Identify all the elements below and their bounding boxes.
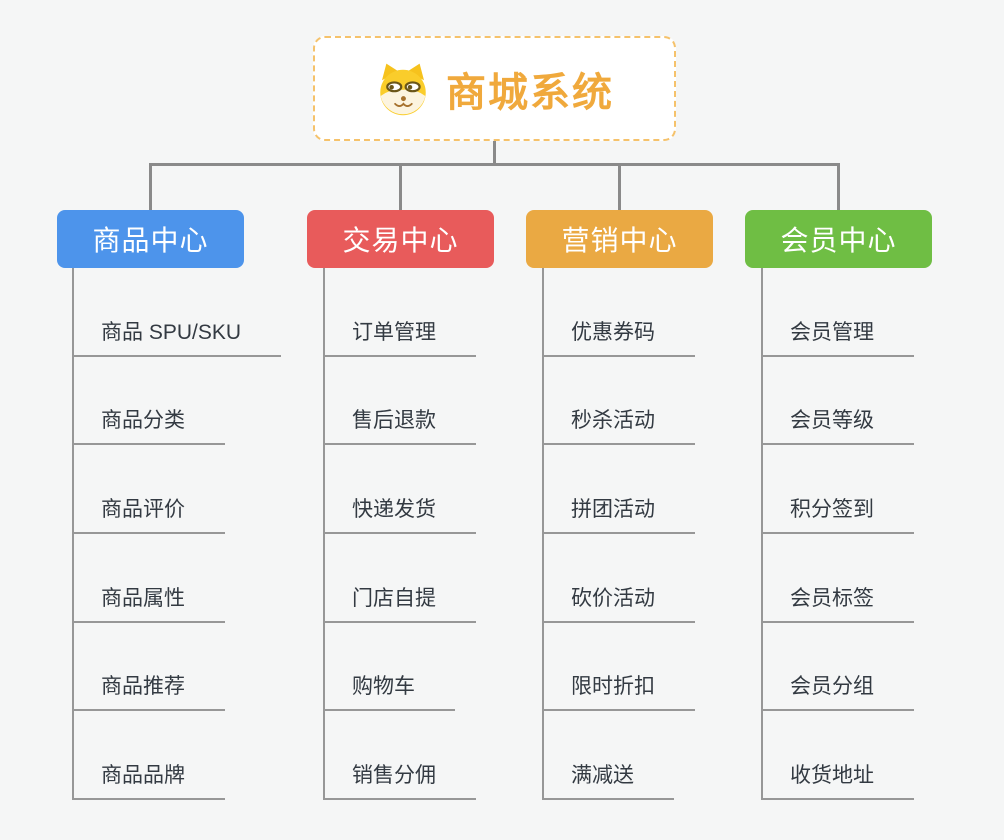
leaf-node[interactable]: 售后退款 bbox=[325, 404, 476, 446]
leaf-slot: 商品分类 bbox=[74, 357, 281, 446]
leaf-node[interactable]: 商品品牌 bbox=[74, 759, 225, 800]
root-stem-connector bbox=[492, 141, 496, 165]
leaf-slot: 积分签到 bbox=[763, 445, 914, 534]
leaf-node[interactable]: 会员分组 bbox=[763, 670, 914, 712]
leaf-node[interactable]: 订单管理 bbox=[325, 316, 476, 357]
leaf-column: 订单管理售后退款快递发货门店自提购物车销售分佣 bbox=[323, 268, 476, 800]
branch-label: 商品中心 bbox=[92, 225, 209, 256]
leaf-slot: 门店自提 bbox=[325, 534, 476, 623]
leaf-node[interactable]: 砍价活动 bbox=[544, 582, 695, 623]
leaf-slot: 会员分组 bbox=[763, 623, 914, 712]
leaf-slot: 购物车 bbox=[325, 623, 476, 712]
branch-label: 营销中心 bbox=[561, 225, 678, 256]
leaf-node[interactable]: 购物车 bbox=[325, 670, 455, 712]
leaf-node[interactable]: 商品 SPU/SKU bbox=[74, 316, 282, 357]
leaf-node[interactable]: 限时折扣 bbox=[544, 670, 695, 712]
branch-drop-connector bbox=[398, 163, 402, 210]
leaf-slot: 商品属性 bbox=[74, 534, 281, 623]
leaf-node[interactable]: 快递发货 bbox=[325, 493, 476, 534]
leaf-node[interactable]: 门店自提 bbox=[325, 582, 476, 623]
leaf-slot: 会员管理 bbox=[763, 268, 914, 357]
branch-node[interactable]: 交易中心 bbox=[307, 210, 494, 268]
leaf-column: 优惠券码秒杀活动拼团活动砍价活动限时折扣满减送 bbox=[542, 268, 695, 800]
root-title: 商城系统 bbox=[446, 70, 614, 115]
leaf-slot: 商品评价 bbox=[74, 445, 281, 534]
leaf-node[interactable]: 收货地址 bbox=[763, 759, 914, 800]
leaf-node[interactable]: 拼团活动 bbox=[544, 493, 695, 534]
leaf-slot: 会员等级 bbox=[763, 357, 914, 446]
branch-node[interactable]: 营销中心 bbox=[526, 210, 713, 268]
leaf-node[interactable]: 商品属性 bbox=[74, 582, 225, 623]
leaf-slot: 商品品牌 bbox=[74, 711, 281, 800]
leaf-node[interactable]: 商品分类 bbox=[74, 404, 225, 446]
leaf-node[interactable]: 会员管理 bbox=[763, 316, 914, 357]
branch-drop-connector bbox=[836, 163, 840, 210]
leaf-slot: 商品 SPU/SKU bbox=[74, 268, 282, 357]
leaf-slot: 秒杀活动 bbox=[544, 357, 695, 446]
leaf-slot: 订单管理 bbox=[325, 268, 476, 357]
doge-face-icon bbox=[380, 63, 426, 115]
leaf-slot: 优惠券码 bbox=[544, 268, 695, 357]
leaf-node[interactable]: 优惠券码 bbox=[544, 316, 695, 357]
leaf-node[interactable]: 会员标签 bbox=[763, 582, 914, 623]
leaf-slot: 销售分佣 bbox=[325, 711, 476, 800]
leaf-slot: 满减送 bbox=[544, 711, 695, 800]
leaf-slot: 快递发货 bbox=[325, 445, 476, 534]
leaf-slot: 限时折扣 bbox=[544, 623, 695, 712]
branch-node[interactable]: 商品中心 bbox=[57, 210, 244, 268]
leaf-node[interactable]: 会员等级 bbox=[763, 404, 914, 446]
leaf-column: 会员管理会员等级积分签到会员标签会员分组收货地址 bbox=[761, 268, 914, 800]
leaf-node[interactable]: 满减送 bbox=[544, 759, 674, 800]
leaf-slot: 砍价活动 bbox=[544, 534, 695, 623]
leaf-slot: 收货地址 bbox=[763, 711, 914, 800]
leaf-node[interactable]: 秒杀活动 bbox=[544, 404, 695, 446]
branches-horizontal-connector bbox=[148, 163, 840, 166]
leaf-node[interactable]: 商品评价 bbox=[74, 493, 225, 534]
leaf-slot: 会员标签 bbox=[763, 534, 914, 623]
root-node[interactable]: 商城系统 bbox=[313, 36, 676, 141]
leaf-slot: 拼团活动 bbox=[544, 445, 695, 534]
leaf-node[interactable]: 销售分佣 bbox=[325, 759, 476, 800]
branch-node[interactable]: 会员中心 bbox=[745, 210, 932, 268]
leaf-column: 商品 SPU/SKU 商品分类商品评价商品属性商品推荐商品品牌 bbox=[72, 268, 282, 800]
branch-label: 交易中心 bbox=[342, 225, 459, 256]
branch-drop-connector bbox=[617, 163, 621, 210]
leaf-slot: 商品推荐 bbox=[74, 623, 281, 712]
branch-label: 会员中心 bbox=[780, 225, 897, 256]
leaf-node[interactable]: 商品推荐 bbox=[74, 670, 225, 712]
branch-drop-connector bbox=[148, 163, 152, 210]
leaf-slot: 售后退款 bbox=[325, 357, 476, 446]
leaf-node[interactable]: 积分签到 bbox=[763, 493, 914, 534]
